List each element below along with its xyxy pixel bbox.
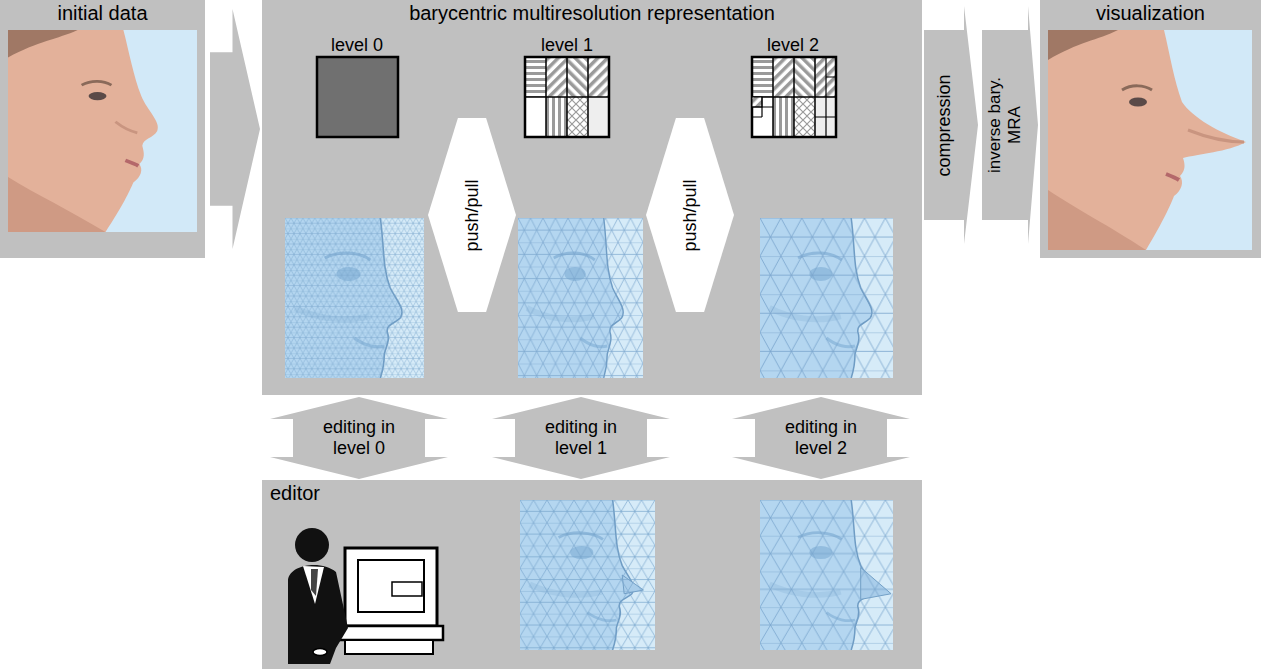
panel-box: editor [262, 480, 922, 669]
arrow-outline [646, 118, 734, 312]
panel-title: editor [270, 482, 914, 505]
double-arrow: push/pull [428, 118, 516, 312]
process-arrow: compression [924, 0, 978, 250]
edit-arrow: editing in level 2 [732, 397, 910, 479]
arrow-outline [428, 118, 516, 312]
edit-arrow: editing in level 0 [270, 397, 448, 479]
panel-title: initial data [8, 2, 197, 25]
double-arrow: push/pull [646, 118, 734, 312]
arrow-label: push/pull [680, 150, 701, 280]
level-label: level 0 [331, 35, 383, 56]
arrow-label: push/pull [462, 150, 483, 280]
panel-box: barycentric multiresolution representati… [262, 0, 922, 395]
arrow-label: compression [934, 40, 955, 210]
panel-title: visualization [1048, 2, 1253, 25]
flow-arrow [210, 9, 260, 249]
arrow-label: inverse bary. MRA [985, 70, 1025, 180]
arrow-label: editing in level 1 [531, 417, 631, 459]
arrow-outline [924, 6, 978, 244]
level-label: level 2 [767, 35, 819, 56]
panel-box: visualization [1040, 0, 1261, 258]
arrow-outline [732, 397, 910, 479]
edit-arrow: editing in level 1 [492, 397, 670, 479]
level-label: level 1 [541, 35, 593, 56]
arrow-outline [492, 397, 670, 479]
panel-box: initial data [0, 0, 205, 258]
arrow-outline [270, 397, 448, 479]
arrow-label: editing in level 2 [771, 417, 871, 459]
arrow-outline [982, 6, 1038, 244]
panel-title: barycentric multiresolution representati… [270, 2, 914, 25]
process-arrow: inverse bary. MRA [982, 0, 1038, 250]
arrow-label: editing in level 0 [309, 417, 409, 459]
